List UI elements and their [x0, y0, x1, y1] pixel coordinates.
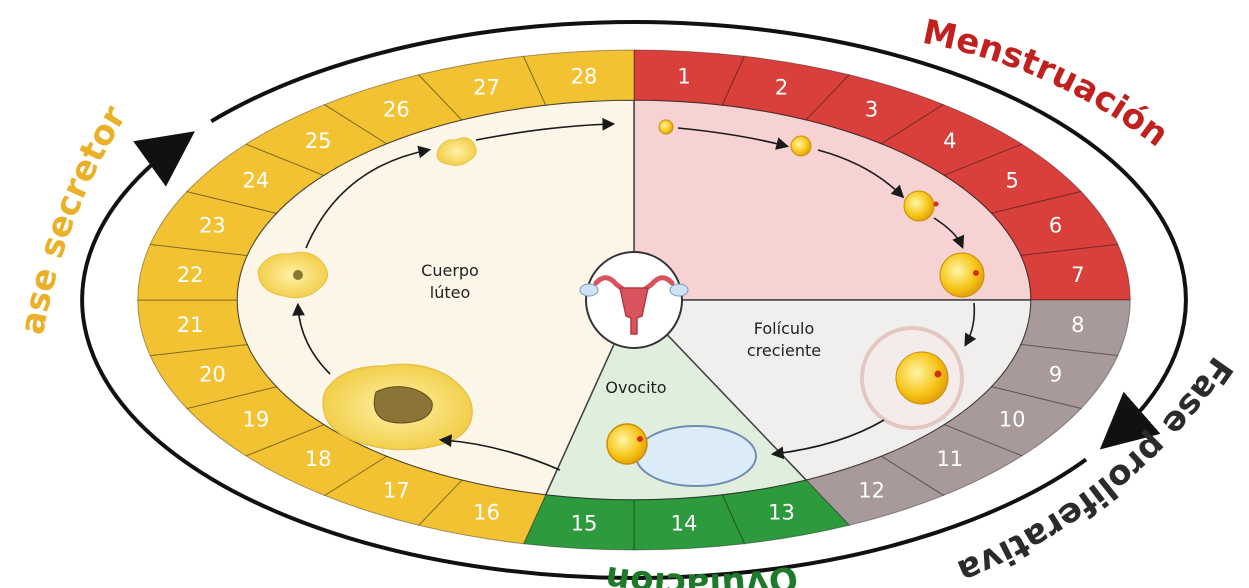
day-number-21: 21: [177, 313, 204, 337]
foliculo-label-1: Folículo: [754, 319, 814, 338]
day-number-25: 25: [305, 129, 332, 153]
day-number-2: 2: [775, 76, 788, 100]
day-number-5: 5: [1005, 168, 1018, 192]
day-number-17: 17: [383, 479, 410, 503]
day-number-1: 1: [677, 64, 690, 88]
day-number-3: 3: [865, 97, 878, 121]
day-number-13: 13: [768, 500, 795, 524]
day-number-7: 7: [1071, 263, 1084, 287]
day-number-4: 4: [943, 129, 956, 153]
cuerpo-luteo-label-2: lúteo: [430, 283, 471, 302]
day-number-22: 22: [177, 263, 204, 287]
day-number-16: 16: [473, 500, 500, 524]
day-number-28: 28: [571, 64, 598, 88]
day-number-14: 14: [671, 512, 698, 536]
secretora-label: Fase secretora: [0, 0, 135, 338]
day-number-20: 20: [199, 362, 226, 386]
foliculo-label-2: creciente: [747, 341, 821, 360]
day-number-12: 12: [858, 479, 885, 503]
day-number-18: 18: [305, 447, 332, 471]
day-number-15: 15: [571, 512, 598, 536]
day-number-23: 23: [199, 214, 226, 238]
day-number-10: 10: [999, 408, 1026, 432]
day-number-9: 9: [1049, 362, 1062, 386]
ovocito-label: Ovocito: [605, 378, 666, 397]
day-number-6: 6: [1049, 214, 1062, 238]
day-number-27: 27: [473, 76, 500, 100]
day-number-26: 26: [383, 97, 410, 121]
day-number-19: 19: [242, 408, 269, 432]
ovulacion-label: Ovulación: [603, 557, 801, 588]
day-number-24: 24: [242, 168, 269, 192]
cuerpo-luteo-label-1: Cuerpo: [421, 261, 479, 280]
day-number-8: 8: [1071, 313, 1084, 337]
day-number-11: 11: [936, 447, 963, 471]
